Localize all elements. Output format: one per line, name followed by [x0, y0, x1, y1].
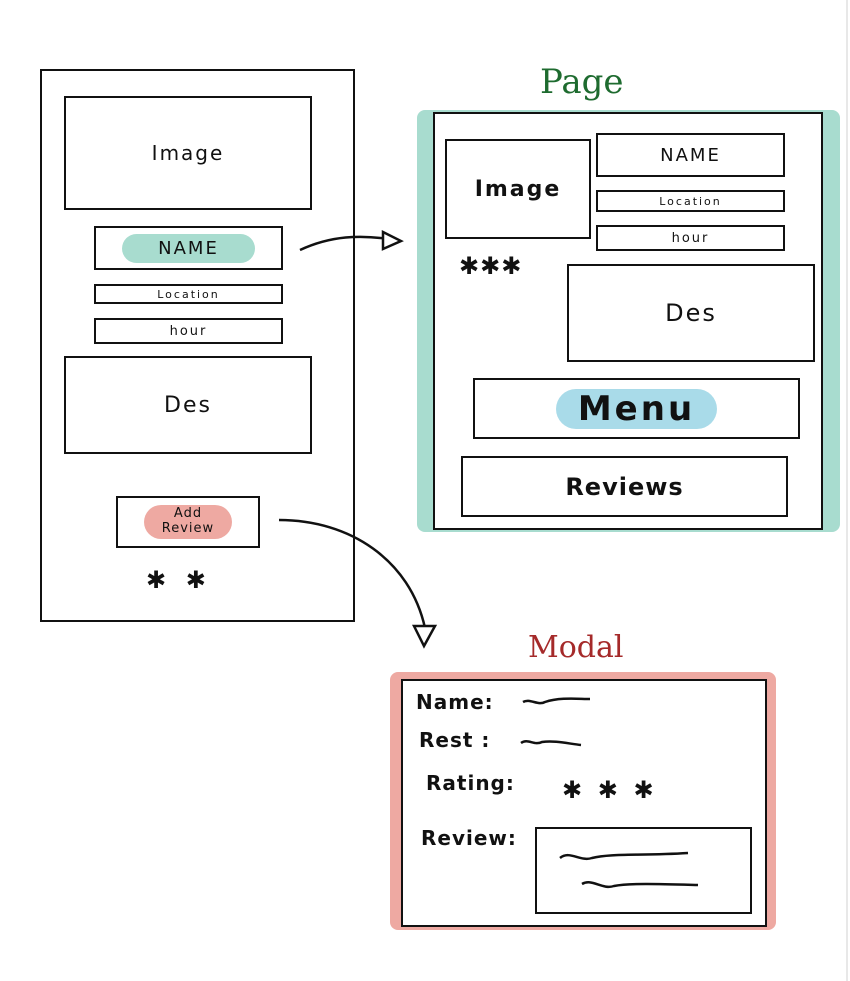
wireframe-name-box: NAME [94, 226, 283, 270]
modal-rest-scribble [520, 740, 582, 747]
wireframe-des-box: Des [64, 356, 312, 454]
wireframe-hour-label: hour [169, 323, 208, 339]
page-menu-button[interactable]: Menu [473, 378, 800, 439]
modal-review-label: Review: [421, 826, 517, 850]
wireframe-name-label: NAME [122, 233, 255, 263]
wireframe-add-review-line2: Review [161, 521, 215, 536]
wireframe-location-label: Location [157, 287, 220, 301]
arrow-to-page [299, 235, 396, 252]
modal-review-textarea[interactable] [535, 827, 752, 914]
wireframe-star-rating: ✱ ✱ [146, 566, 212, 594]
page-location-label: Location [659, 194, 722, 208]
modal-rating-stars[interactable]: ✱ ✱ ✱ [562, 776, 658, 804]
modal-name-scribble [522, 697, 591, 705]
wireframe-des-label: Des [164, 392, 212, 418]
page-star-rating: ✱✱✱ [459, 252, 523, 280]
arrow-to-page-head [381, 229, 404, 251]
arrow-to-modal [278, 518, 427, 629]
canvas-edge [846, 0, 848, 981]
page-name-box: NAME [596, 133, 785, 177]
page-reviews-label: Reviews [565, 472, 684, 501]
modal-name-label: Name: [416, 690, 494, 714]
modal-rating-label: Rating: [426, 771, 515, 795]
modal-rest-label: Rest : [419, 728, 491, 752]
modal-review-scribble-1 [559, 851, 689, 861]
page-hour-label: hour [671, 230, 710, 246]
page-title: Page [540, 62, 624, 102]
arrow-to-modal-head [411, 624, 438, 649]
wireframe-hour-box: hour [94, 318, 283, 344]
page-hour-box: hour [596, 225, 785, 251]
wireframe-add-review-highlight: Add Review [143, 505, 233, 539]
wireframe-image-label: Image [151, 141, 225, 165]
page-image-label: Image [474, 176, 562, 202]
wireframe-location-box: Location [94, 284, 283, 304]
modal-title: Modal [528, 630, 624, 665]
page-reviews-button[interactable]: Reviews [461, 456, 788, 517]
page-des-label: Des [665, 299, 717, 327]
page-menu-label: Menu [555, 388, 718, 429]
page-location-box: Location [596, 190, 785, 212]
wireframe-add-review-line1: Add [173, 506, 203, 522]
wireframe-add-review-button[interactable]: Add Review [116, 496, 260, 548]
modal-review-scribble-2 [581, 881, 699, 889]
page-name-label: NAME [660, 144, 721, 166]
page-image-box: Image [445, 139, 591, 239]
page-des-box: Des [567, 264, 815, 362]
wireframe-image-box: Image [64, 96, 312, 210]
